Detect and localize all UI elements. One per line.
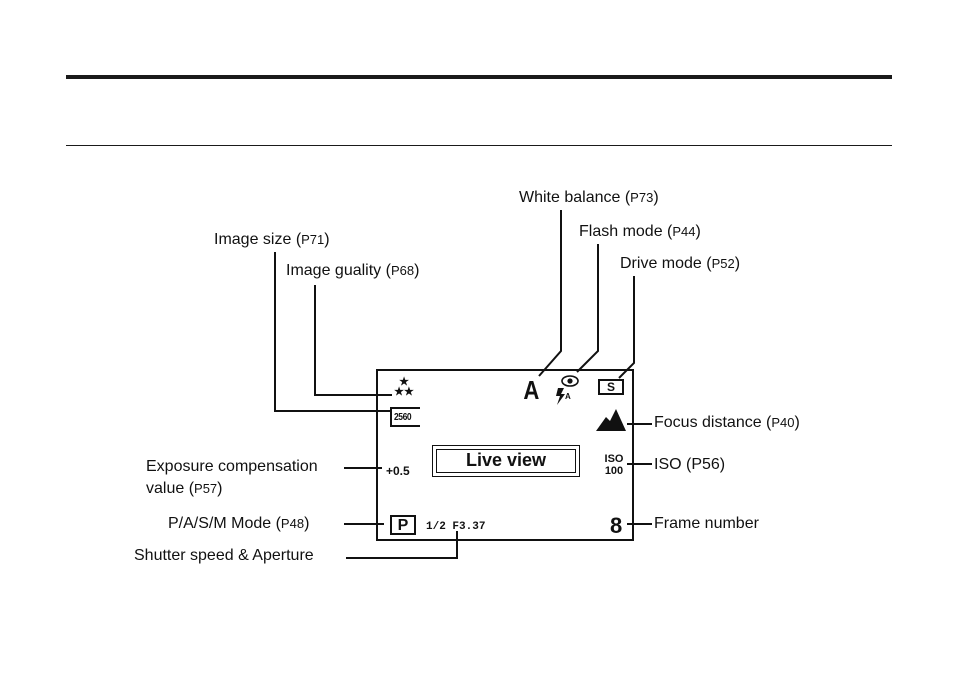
label-shutter-aperture: Shutter speed & Aperture — [134, 547, 314, 565]
svg-text:A: A — [565, 392, 571, 401]
image-quality-stars: ★★★ — [392, 377, 416, 397]
iso-indicator: ISO 100 — [598, 453, 630, 477]
leader-flash-mode — [577, 244, 598, 372]
label-drive-mode: Drive mode (P52) — [620, 255, 740, 273]
label-white-balance: White balance (P73) — [519, 189, 659, 207]
label-psam-mode: P/A/S/M Mode (P48) — [168, 515, 309, 533]
label-exposure-compensation: Exposure compensation — [146, 458, 318, 476]
live-view-box: Live view — [432, 445, 580, 477]
drive-mode-indicator: S — [598, 379, 624, 395]
leader-white-balance — [539, 210, 561, 376]
leader-drive-mode — [619, 276, 634, 378]
live-view-label: Live view — [436, 449, 576, 473]
label-focus-distance: Focus distance (P40) — [654, 414, 800, 432]
label-iso: ISO (P56) — [654, 456, 725, 474]
label-image-quality: Image guality (P68) — [286, 262, 419, 280]
mountain-icon — [596, 407, 626, 431]
frame-number-value: 8 — [610, 515, 622, 537]
shutter-aperture-readout: 1/2 F3.37 — [426, 522, 485, 533]
image-size-indicator: 2560 — [390, 407, 420, 427]
label-flash-mode: Flash mode (P44) — [579, 223, 701, 241]
red-eye-auto-flash-icon: A — [552, 373, 582, 407]
label-exposure-value: value (P57) — [146, 480, 223, 498]
lcd-screen: ★★★ 2560 A A S +0.5 Live view ISO 100 P … — [376, 369, 634, 541]
ev-compensation-value: +0.5 — [386, 465, 410, 477]
exposure-mode-indicator: P — [390, 515, 416, 535]
label-frame-number: Frame number — [654, 515, 759, 533]
label-image-size: Image size (P71) — [214, 231, 330, 249]
white-balance-indicator: A — [523, 377, 539, 403]
